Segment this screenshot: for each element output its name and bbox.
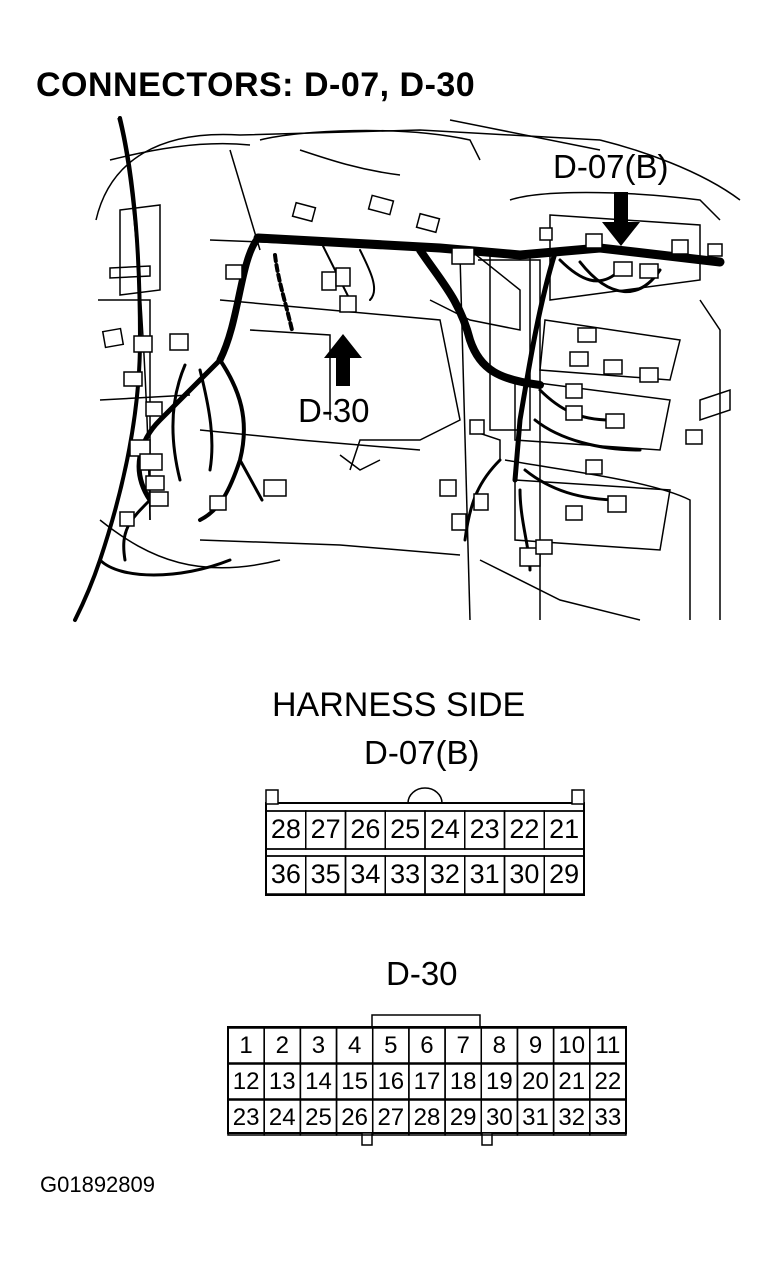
pin-number: 23 — [233, 1104, 260, 1131]
pin-number: 27 — [311, 814, 341, 844]
pin-number: 30 — [486, 1104, 513, 1131]
pin-number: 26 — [350, 814, 380, 844]
pin-number: 25 — [305, 1104, 332, 1131]
pin-number: 21 — [558, 1068, 585, 1095]
pin-number: 29 — [450, 1104, 477, 1131]
pin-number: 27 — [377, 1104, 404, 1131]
connector-d30-label: D-30 — [386, 955, 458, 992]
pin-number: 14 — [305, 1068, 332, 1095]
pin-number: 22 — [595, 1068, 622, 1095]
pin-number: 12 — [233, 1068, 260, 1095]
callout-arrows — [324, 192, 640, 386]
pin-number: 28 — [414, 1104, 441, 1131]
pin-number: 19 — [486, 1068, 513, 1095]
pin-number: 13 — [269, 1068, 296, 1095]
pin-number: 4 — [348, 1032, 361, 1059]
pin-number: 28 — [271, 814, 301, 844]
pin-number: 20 — [522, 1068, 549, 1095]
diagram-title: CONNECTORS: D-07, D-30 — [36, 66, 476, 104]
pin-number: 17 — [414, 1068, 441, 1095]
pin-number: 22 — [509, 814, 539, 844]
pin-number: 31 — [470, 859, 500, 889]
pin-cell — [589, 1099, 627, 1136]
pin-cell — [543, 855, 585, 895]
pin-number: 15 — [341, 1068, 368, 1095]
pin-number: 26 — [341, 1104, 368, 1131]
callout-d07b-label: D-07(B) — [553, 148, 669, 185]
harness-side-label: HARNESS SIDE — [272, 686, 526, 724]
pin-number: 8 — [493, 1032, 506, 1059]
figure-id: G01892809 — [40, 1172, 155, 1197]
pin-number: 33 — [595, 1104, 622, 1131]
pin-cell — [589, 1027, 627, 1064]
pin-number: 21 — [549, 814, 579, 844]
arrow-d07b — [602, 192, 640, 246]
pin-number: 32 — [430, 859, 460, 889]
pin-number: 9 — [529, 1032, 542, 1059]
connector-d07b-face: 28 27 26 25 24 23 22 21 36 35 34 33 32 31 30 29 — [265, 787, 585, 896]
pin-number: 3 — [312, 1032, 325, 1059]
pin-number: 35 — [311, 859, 341, 889]
connector-blocks — [101, 194, 723, 567]
pin-number: 16 — [377, 1068, 404, 1095]
wiring-harness — [73, 116, 725, 622]
pin-number: 24 — [430, 814, 460, 844]
pin-number: 1 — [239, 1032, 252, 1059]
arrow-d30 — [324, 334, 362, 386]
pin-number: 31 — [522, 1104, 549, 1131]
pin-number: 6 — [420, 1032, 433, 1059]
pin-number: 18 — [450, 1068, 477, 1095]
callout-d30-label: D-30 — [298, 392, 370, 429]
pin-number: 36 — [271, 859, 301, 889]
pin-number: 10 — [558, 1032, 585, 1059]
pin-number: 7 — [456, 1032, 469, 1059]
pin-number: 30 — [509, 859, 539, 889]
pin-number: 25 — [390, 814, 420, 844]
pin-number: 33 — [390, 859, 420, 889]
pin-number: 29 — [549, 859, 579, 889]
pin-number: 2 — [276, 1032, 289, 1059]
pin-number: 5 — [384, 1032, 397, 1059]
connector-d07b-label: D-07(B) — [364, 734, 480, 771]
pin-number: 34 — [350, 859, 380, 889]
pin-number: 23 — [470, 814, 500, 844]
pin-number: 32 — [558, 1104, 585, 1131]
pin-cell — [589, 1063, 627, 1100]
pin-cell — [543, 810, 585, 850]
pin-number: 11 — [595, 1032, 620, 1059]
pin-number: 24 — [269, 1104, 296, 1131]
